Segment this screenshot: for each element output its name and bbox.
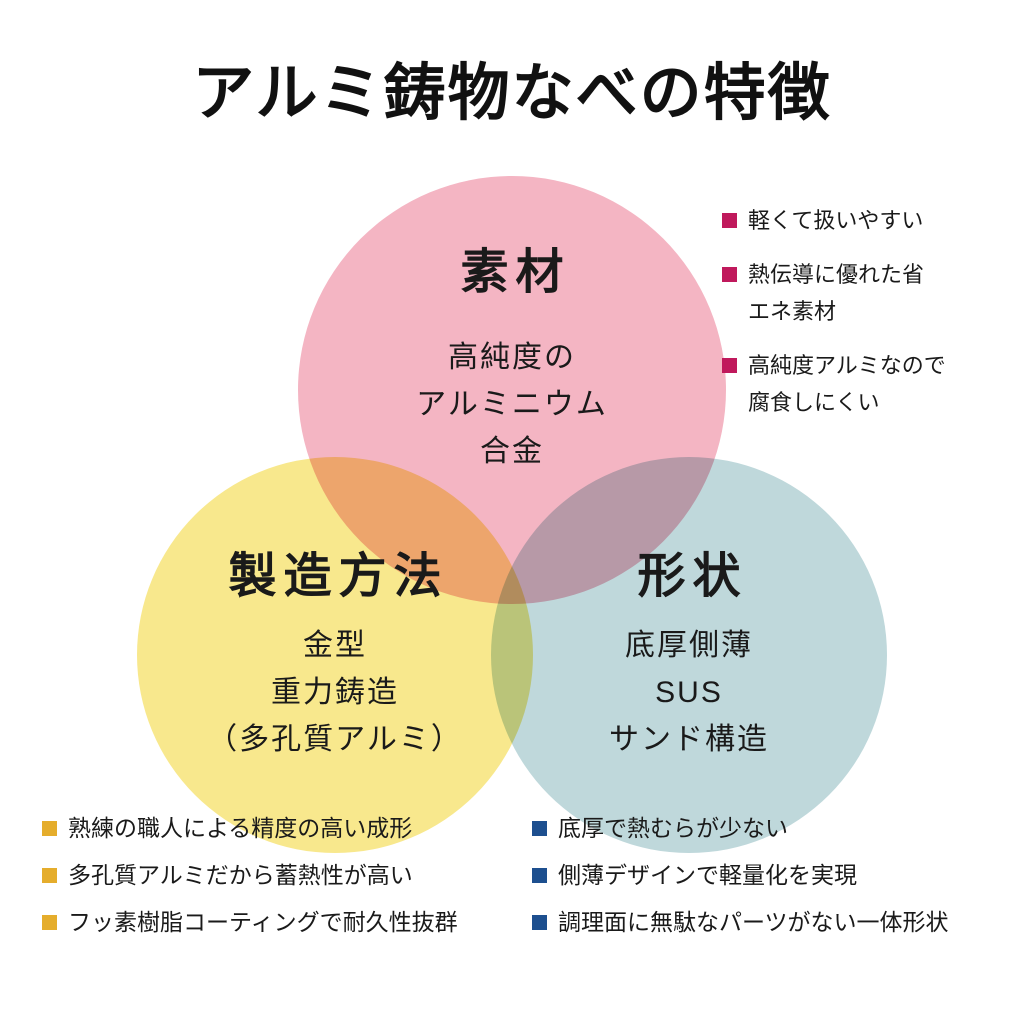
material-points-list: 軽くて扱いやすい 熱伝導に優れた省 エネ素材 高純度アルミなので 腐食しにくい (722, 202, 1022, 438)
material-line-1: 高純度の (448, 341, 576, 374)
method-point-3: フッ素樹脂コーティングで耐久性抜群 (42, 906, 522, 939)
shape-heading: 形状 (637, 550, 748, 603)
method-body: 金型 重力鋳造 （多孔質アルミ） (125, 622, 545, 763)
material-heading: 素材 (460, 246, 571, 299)
bullet-text: 高純度アルミなので 腐食しにくい (748, 353, 946, 415)
shape-body: 底厚側薄 SUS サンド構造 (479, 622, 899, 763)
method-points-list: 熟練の職人による精度の高い成形 多孔質アルミだから蓄熱性が高い フッ素樹脂コーテ… (42, 812, 522, 953)
bullet-text: 底厚で熱むらが少ない (558, 815, 788, 841)
material-line-3: 合金 (480, 435, 544, 468)
shape-points-list: 底厚で熱むらが少ない 側薄デザインで軽量化を実現 調理面に無駄なパーツがない一体… (532, 812, 1012, 953)
shape-line-1: 底厚側薄 (625, 629, 753, 662)
square-bullet-icon (532, 915, 547, 930)
method-line-1: 金型 (303, 629, 367, 662)
bullet-text: 軽くて扱いやすい (748, 208, 924, 233)
shape-circle (491, 457, 887, 853)
shape-line-3: サンド構造 (609, 723, 769, 756)
material-point-1: 軽くて扱いやすい (722, 202, 1022, 239)
square-bullet-icon (722, 213, 737, 228)
square-bullet-icon (532, 868, 547, 883)
shape-point-2: 側薄デザインで軽量化を実現 (532, 859, 1012, 892)
shape-point-3: 調理面に無駄なパーツがない一体形状 (532, 906, 1012, 939)
material-line-2: アルミニウム (416, 388, 608, 421)
square-bullet-icon (42, 915, 57, 930)
shape-point-1: 底厚で熱むらが少ない (532, 812, 1012, 845)
method-line-3: （多孔質アルミ） (207, 723, 463, 756)
square-bullet-icon (42, 821, 57, 836)
method-circle (137, 457, 533, 853)
square-bullet-icon (722, 267, 737, 282)
square-bullet-icon (722, 358, 737, 373)
page-title: アルミ鋳物なべの特徴 (192, 59, 832, 128)
bullet-text: 調理面に無駄なパーツがない一体形状 (558, 909, 949, 935)
material-point-3: 高純度アルミなので 腐食しにくい (722, 347, 1022, 421)
bullet-text: 多孔質アルミだから蓄熱性が高い (68, 862, 413, 888)
material-point-2: 熱伝導に優れた省 エネ素材 (722, 256, 1022, 330)
bullet-text: 熟練の職人による精度の高い成形 (68, 815, 413, 841)
method-heading: 製造方法 (228, 550, 449, 603)
method-label: 製造方法 金型 重力鋳造 （多孔質アルミ） (125, 536, 545, 763)
shape-line-2: SUS (655, 676, 723, 709)
square-bullet-icon (42, 868, 57, 883)
method-line-2: 重力鋳造 (271, 676, 399, 709)
bullet-text: 熱伝導に優れた省 エネ素材 (748, 262, 925, 324)
bullet-text: フッ素樹脂コーティングで耐久性抜群 (68, 909, 458, 935)
bullet-text: 側薄デザインで軽量化を実現 (558, 862, 857, 888)
method-point-1: 熟練の職人による精度の高い成形 (42, 812, 522, 845)
material-body: 高純度の アルミニウム 合金 (312, 334, 712, 475)
square-bullet-icon (532, 821, 547, 836)
material-label: 素材 高純度の アルミニウム 合金 (312, 232, 712, 475)
shape-label: 形状 底厚側薄 SUS サンド構造 (479, 536, 899, 763)
method-point-2: 多孔質アルミだから蓄熱性が高い (42, 859, 522, 892)
